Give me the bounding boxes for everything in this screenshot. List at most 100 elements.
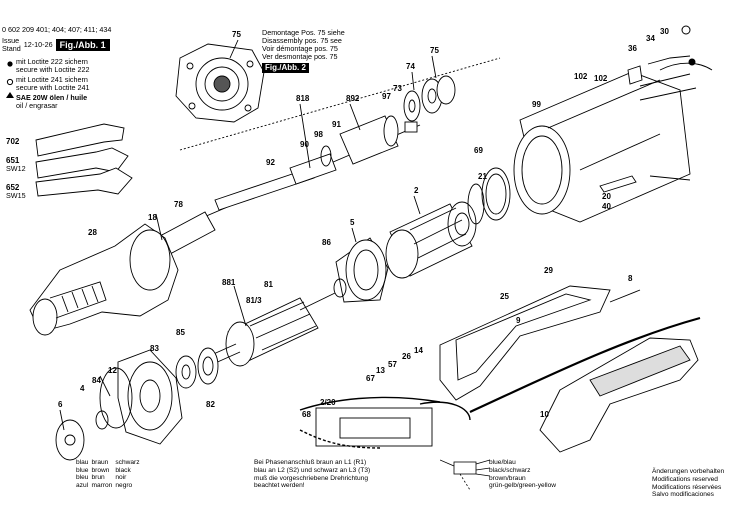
part-label-81: 81 bbox=[264, 280, 273, 289]
legend-row-fr: bleu brun noir bbox=[76, 474, 143, 482]
disassembly-line-2: Disassembly pos. 75 see bbox=[262, 36, 342, 45]
part-label-36: 36 bbox=[628, 44, 637, 53]
disassembly-line-1: Demontage Pos. 75 siehe bbox=[262, 28, 345, 37]
loctite-241-de: mit Loctite 241 sichern bbox=[16, 75, 88, 84]
part-label-40: 40 bbox=[602, 202, 611, 211]
header-block: 0 602 209 401; 404; 407; 411; 434 Issue … bbox=[2, 25, 112, 54]
part-label-86: 86 bbox=[322, 238, 331, 247]
modifications-line-4: Salvo modificaciones bbox=[652, 491, 714, 499]
wiring-schematic-icon bbox=[440, 459, 490, 491]
part-label-5: 5 bbox=[350, 218, 355, 227]
part-label-14: 14 bbox=[414, 346, 423, 355]
part-numbers: 0 602 209 401; 404; 407; 411; 434 bbox=[2, 25, 112, 34]
stand-label: Stand bbox=[2, 44, 21, 54]
tool-652-size: SW15 bbox=[6, 191, 26, 200]
phase-line-2: blau an L2 (S2) und schwarz an L3 (T3) bbox=[254, 466, 371, 474]
tool-651-size: SW12 bbox=[6, 164, 26, 173]
modifications-line-1: Änderungen vorbehalten bbox=[652, 468, 725, 475]
part-label-26: 26 bbox=[402, 352, 411, 361]
legend-cell: blau bbox=[76, 459, 89, 466]
legend-row-de: blau braun schwarz bbox=[76, 459, 143, 467]
part-label-74: 74 bbox=[406, 62, 415, 71]
stator-2 bbox=[385, 201, 477, 279]
part-label-18: 18 bbox=[148, 213, 157, 222]
loctite-222-en: secure with Loctite 222 bbox=[16, 65, 90, 74]
legend-cell: schwarz bbox=[115, 459, 140, 466]
part-label-34: 34 bbox=[646, 34, 655, 43]
oil-note-de: SAE 20W ölen / huile bbox=[16, 93, 88, 102]
handle-shell-9 bbox=[439, 285, 611, 401]
screw-30-icon bbox=[681, 25, 691, 35]
fig-badge-1: Fig./Abb. 1 bbox=[55, 39, 110, 52]
switch-assembly bbox=[299, 396, 471, 449]
legend-cell: bleu bbox=[76, 474, 89, 482]
ring-5 bbox=[335, 237, 389, 303]
loctite-222-star-icon bbox=[7, 61, 13, 67]
legend-cell: brown bbox=[91, 466, 110, 474]
part-label-102a: 102 bbox=[574, 72, 588, 81]
legend-row-en: blue brown black bbox=[76, 467, 143, 475]
issue-date: 12-10-26 bbox=[23, 39, 53, 49]
part-label-12: 12 bbox=[108, 366, 117, 375]
motor-housing-99 bbox=[513, 71, 697, 223]
part-label-30: 30 bbox=[660, 27, 669, 36]
part-label-20: 20 bbox=[602, 192, 611, 201]
rotor-81 bbox=[199, 292, 336, 369]
part-label-85: 85 bbox=[176, 328, 185, 337]
loctite-222-de: mit Loctite 222 sichern bbox=[16, 57, 88, 66]
phase-connection-note: Bei Phasenanschluß braun an L1 (R1) blau… bbox=[254, 459, 370, 490]
loctite-241-star-icon bbox=[6, 78, 14, 86]
disassembly-line-3: Voir démontage pos. 75 bbox=[262, 44, 338, 53]
legend-cell: noir bbox=[115, 474, 127, 482]
part-label-78: 78 bbox=[174, 200, 183, 209]
part-label-21: 21 bbox=[478, 172, 487, 181]
part-label-98: 98 bbox=[314, 130, 323, 139]
part-label-4: 4 bbox=[80, 384, 85, 393]
wrench-tools bbox=[35, 123, 133, 197]
part-label-57: 57 bbox=[388, 360, 397, 369]
part-label-82: 82 bbox=[206, 400, 215, 409]
legend-cell: azul bbox=[76, 481, 89, 489]
part-label-91: 91 bbox=[332, 120, 341, 129]
part-label-75a: 75 bbox=[232, 30, 241, 39]
part-label-97: 97 bbox=[382, 92, 391, 101]
part-label-68: 68 bbox=[302, 410, 311, 419]
disassembly-line-4: Ver desmontaje pos. 75 bbox=[262, 52, 338, 61]
issue-label: Issue bbox=[2, 35, 20, 45]
part-label-99: 99 bbox=[532, 100, 541, 109]
part-label-9: 9 bbox=[516, 316, 521, 325]
tool-651-label: 651 bbox=[6, 156, 20, 165]
part-label-10: 10 bbox=[540, 410, 549, 419]
phase-line-4: beachtet werden! bbox=[254, 482, 305, 490]
legend-cell: negro bbox=[115, 481, 133, 489]
part-label-92: 92 bbox=[266, 158, 275, 167]
part-label-13: 13 bbox=[376, 366, 385, 375]
legend-cell: blue bbox=[76, 466, 89, 474]
handle-8 bbox=[539, 337, 699, 453]
modifications-line-2: Modifications reserved bbox=[652, 475, 718, 483]
part-label-67: 67 bbox=[366, 374, 375, 383]
loctite-241-en: secure with Loctite 241 bbox=[16, 83, 90, 92]
part-label-881: 881 bbox=[222, 278, 236, 287]
oil-drop-icon bbox=[6, 92, 14, 98]
part-label-2-20: 2/20 bbox=[320, 398, 336, 407]
oil-note-en: oil / engrasar bbox=[16, 101, 58, 110]
part-label-6: 6 bbox=[58, 400, 63, 409]
phase-line-3: muß die vorgeschriebene Drehrichtung bbox=[254, 474, 368, 482]
part-label-73: 73 bbox=[393, 84, 402, 93]
part-label-90: 90 bbox=[300, 140, 309, 149]
tool-702-label: 702 bbox=[6, 137, 20, 146]
phase-line-1: Bei Phasenanschluß braun an L1 (R1) bbox=[254, 459, 367, 466]
part-label-84: 84 bbox=[92, 376, 101, 385]
wire-color-legend: blau braun schwarz blue brown black bleu… bbox=[76, 459, 143, 489]
part-label-75b: 75 bbox=[430, 46, 439, 55]
wire-label-black: black/schwarz bbox=[489, 466, 531, 474]
flange-75 bbox=[175, 43, 265, 123]
part-label-102b: 102 bbox=[594, 74, 608, 83]
part-label-29: 29 bbox=[544, 266, 553, 275]
wire-labels: blue/blau black/schwarz brown/braun grün… bbox=[489, 459, 556, 490]
screw-marker-icon bbox=[688, 58, 696, 66]
front-housing bbox=[29, 223, 179, 336]
modifications-note: Änderungen vorbehalten Modifications res… bbox=[652, 468, 724, 499]
